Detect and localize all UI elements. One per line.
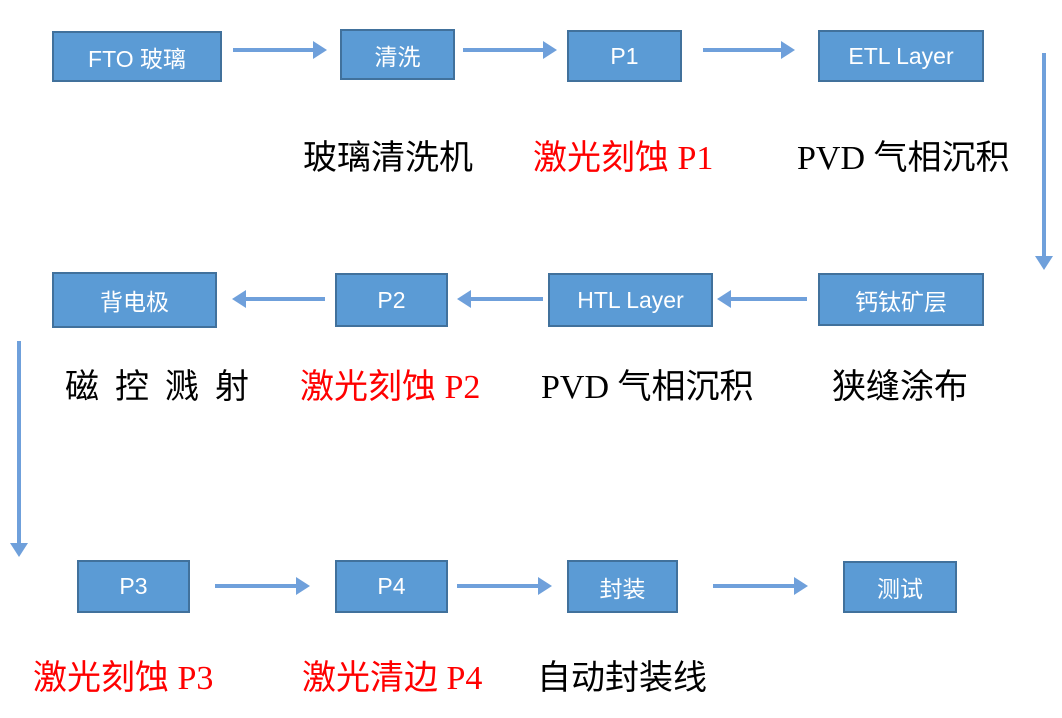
- node-back-electrode: 背电极: [52, 272, 217, 328]
- node-fto-glass: FTO 玻璃: [52, 31, 222, 82]
- node-encapsulation: 封装: [567, 560, 678, 613]
- node-p4: P4: [335, 560, 448, 613]
- label-laser-edge-clean-p4: 激光清边 P4: [302, 660, 483, 697]
- node-perovskite-layer: 钙钛矿层: [818, 273, 984, 326]
- arrow-cleaning-to-p1: [463, 41, 557, 59]
- arrow-p3-to-p4: [215, 577, 310, 595]
- label-laser-etch-p2: 激光刻蚀 P2: [300, 369, 481, 406]
- label-auto-encapsulation-line: 自动封装线: [537, 660, 707, 697]
- node-testing: 测试: [843, 561, 957, 613]
- node-p3: P3: [77, 560, 190, 613]
- arrow-encapsulation-to-testing: [713, 577, 808, 595]
- arrow-back-electrode-to-p3: [10, 341, 28, 557]
- label-slot-die-coating: 狭缝涂布: [832, 369, 968, 406]
- arrow-p4-to-encapsulation: [457, 577, 552, 595]
- label-laser-etch-p3: 激光刻蚀 P3: [33, 660, 214, 697]
- arrow-perovskite-to-htl: [717, 290, 807, 308]
- label-laser-etch-p1: 激光刻蚀 P1: [533, 140, 714, 177]
- arrow-htl-to-p2: [457, 290, 543, 308]
- label-magnetron-sputtering: 磁控溅射: [65, 369, 265, 406]
- arrow-p2-to-back-electrode: [232, 290, 325, 308]
- node-p1: P1: [567, 30, 682, 82]
- arrow-etl-to-perovskite: [1035, 53, 1053, 270]
- label-pvd-deposition-1: PVD 气相沉积: [797, 140, 1010, 177]
- node-etl-layer: ETL Layer: [818, 30, 984, 82]
- node-htl-layer: HTL Layer: [548, 273, 713, 327]
- label-glass-washer: 玻璃清洗机: [303, 140, 473, 177]
- arrow-fto-to-cleaning: [233, 41, 327, 59]
- node-p2: P2: [335, 273, 448, 327]
- arrow-p1-to-etl: [703, 41, 795, 59]
- node-cleaning: 清洗: [340, 29, 455, 80]
- label-pvd-deposition-2: PVD 气相沉积: [541, 369, 754, 406]
